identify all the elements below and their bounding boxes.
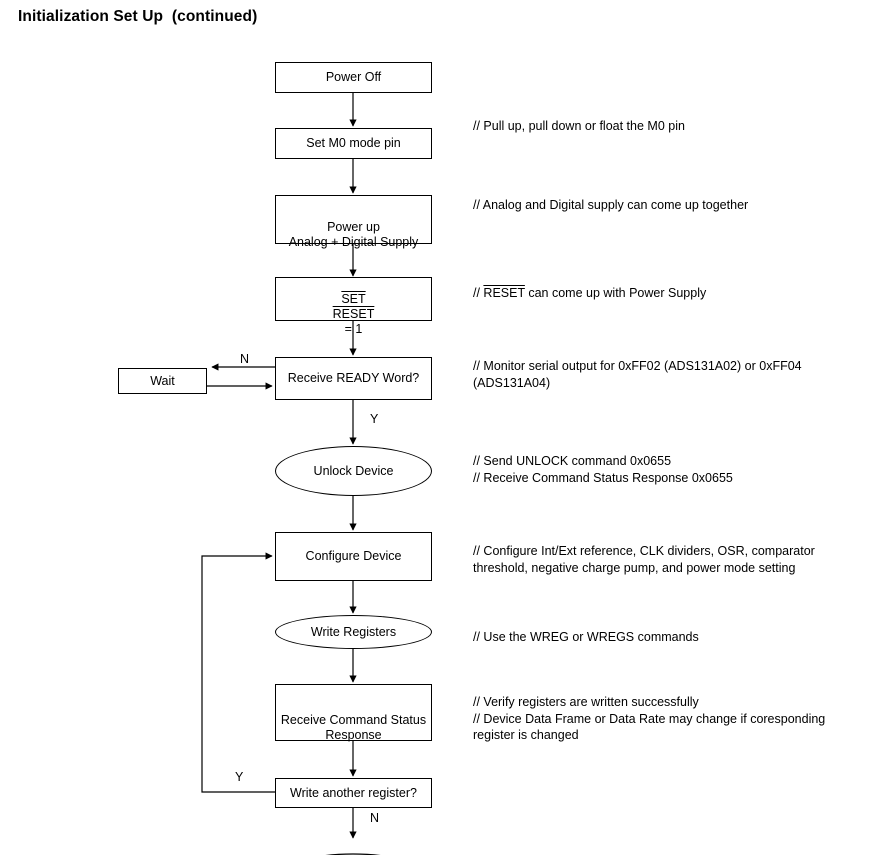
edge-label-write-another-no: N [370, 811, 380, 825]
node-configure-device-label: Configure Device [305, 549, 402, 563]
note-command-status: // Verify registers are written successf… [473, 695, 826, 742]
node-write-registers-label: Write Registers [310, 624, 397, 639]
edge-label-ready-no: N [240, 352, 250, 366]
note-configure: // Configure Int/Ext reference, CLK divi… [473, 544, 815, 575]
node-unlock-device[interactable]: Unlock Device [275, 446, 432, 496]
node-write-another-register[interactable]: Write another register? [275, 778, 432, 808]
note-reset-overline: RESET [483, 286, 525, 300]
node-configure-device[interactable]: Configure Device [275, 532, 432, 581]
node-power-up[interactable]: Power up Analog + Digital Supply [275, 195, 432, 249]
note-reset-suffix: can come up with Power Supply [524, 286, 707, 300]
node-set-reset-label-line1: SET [341, 291, 366, 306]
node-receive-ready-word[interactable]: Receive READY Word? [275, 357, 432, 400]
node-power-off[interactable]: Power Off [275, 62, 432, 93]
note-write-registers: // Use the WREG or WREGS commands [473, 630, 699, 644]
node-power-up-label-line2: Analog + Digital Supply [288, 234, 419, 249]
note-set-m0: // Pull up, pull down or float the M0 pi… [473, 119, 685, 133]
node-power-off-label: Power Off [325, 70, 382, 84]
node-set-reset-label-line2: RESET = 1 [332, 306, 375, 336]
node-set-m0-mode-pin[interactable]: Set M0 mode pin [275, 128, 432, 159]
node-receive-command-status-response-label-line2: Response [325, 727, 382, 742]
note-reset-prefix: // [473, 286, 484, 300]
node-unlock-device-label: Unlock Device [313, 463, 394, 478]
note-reset: // RESET can come up with Power Supply [473, 285, 853, 302]
node-set-reset[interactable]: SET RESET = 1 [275, 277, 432, 336]
edge-label-write-another-yes: Y [235, 770, 244, 784]
note-ready-word: // Monitor serial output for 0xFF02 (ADS… [473, 359, 802, 390]
edge-label-ready-yes: Y [370, 412, 379, 426]
node-wait-label: Wait [150, 373, 175, 388]
node-write-another-register-label: Write another register? [290, 785, 417, 800]
node-wait[interactable]: Wait [118, 368, 207, 394]
node-set-m0-mode-pin-label: Set M0 mode pin [306, 136, 401, 150]
note-power-up: // Analog and Digital supply can come up… [473, 198, 749, 212]
node-receive-ready-word-label: Receive READY Word? [287, 371, 420, 385]
node-write-registers[interactable]: Write Registers [275, 615, 432, 649]
node-receive-command-status-response[interactable]: Receive Command Status Response [275, 684, 432, 742]
node-receive-command-status-response-label-line1: Receive Command Status [280, 712, 427, 727]
note-unlock: // Send UNLOCK command 0x0655 // Receive… [473, 454, 733, 485]
node-power-up-label-line1: Power up [327, 219, 380, 234]
page-title: Initialization Set Up (continued) [18, 8, 258, 25]
